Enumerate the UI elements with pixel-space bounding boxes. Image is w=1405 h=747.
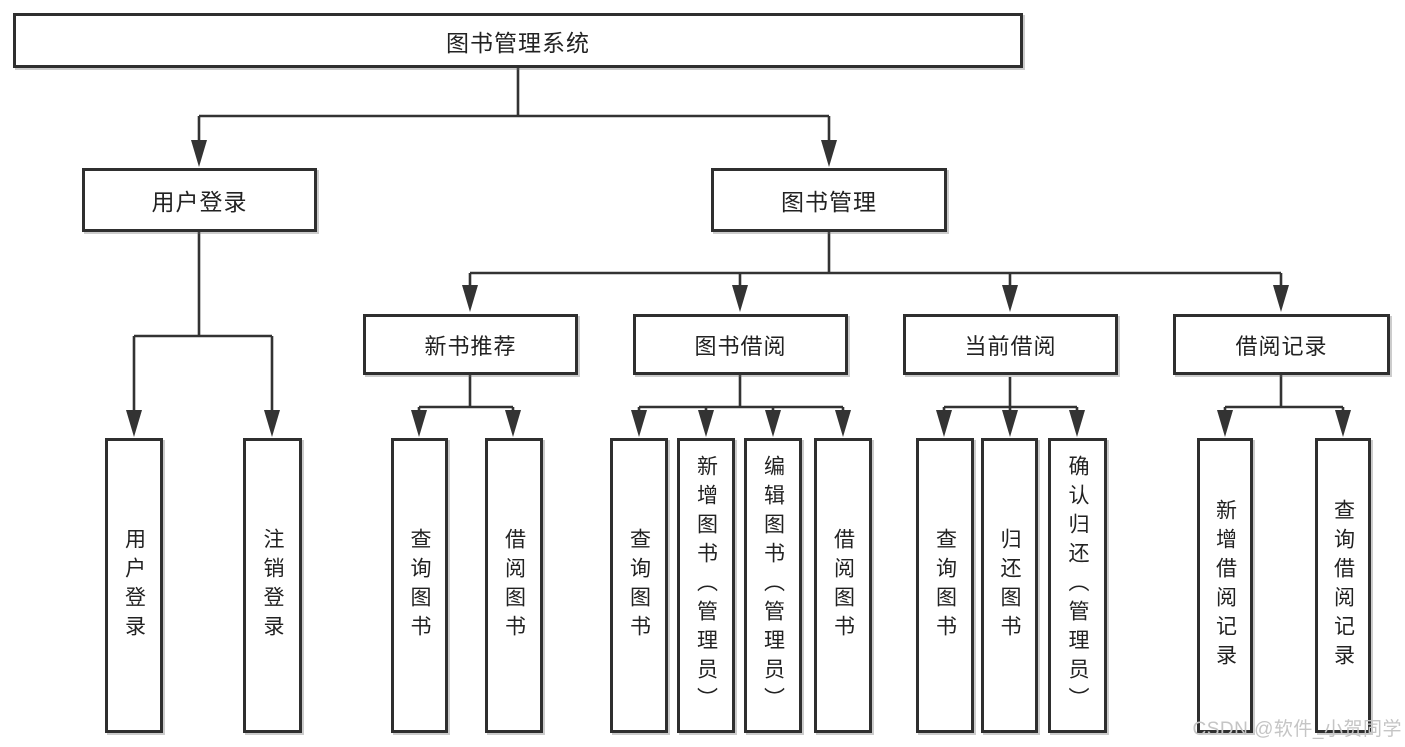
leaf-label: 查询图书 <box>408 527 431 644</box>
node-root-system: 图书管理系统 <box>13 13 1023 68</box>
leaf-label: 新增借阅记录 <box>1213 498 1237 673</box>
leaf-borrow-book-recommend: 借阅图书 <box>485 438 543 733</box>
leaf-label: 借阅图书 <box>831 527 855 644</box>
leaf-borrow-book: 借阅图书 <box>814 438 872 733</box>
node-book-management: 图书管理 <box>711 168 947 232</box>
leaf-label: 用户登录 <box>122 527 146 644</box>
arrowheads <box>126 140 1351 437</box>
leaf-add-book-admin: 新增图书（管理员） <box>677 438 735 733</box>
leaf-query-book-recommend: 查询图书 <box>391 438 448 733</box>
node-user-login: 用户登录 <box>82 168 317 232</box>
leaf-label: 新增图书（管理员） <box>694 455 718 716</box>
leaf-user-login: 用户登录 <box>105 438 163 733</box>
leaf-return-book: 归还图书 <box>981 438 1038 733</box>
leaf-label: 注销登录 <box>261 527 284 644</box>
leaf-confirm-return-admin: 确认归还（管理员） <box>1048 438 1107 733</box>
node-current-borrow: 当前借阅 <box>903 314 1118 375</box>
leaf-label: 编辑图书（管理员） <box>761 455 785 716</box>
leaf-add-borrow-record: 新增借阅记录 <box>1197 438 1253 733</box>
leaf-label: 查询图书 <box>933 527 957 644</box>
csdn-watermark: CSDN @软件_小贺同学 <box>1192 719 1402 740</box>
leaf-label: 归还图书 <box>998 527 1021 644</box>
leaf-label: 查询图书 <box>627 527 651 644</box>
leaf-edit-book-admin: 编辑图书（管理员） <box>744 438 802 733</box>
leaf-label: 确认归还（管理员） <box>1066 455 1089 716</box>
leaf-query-book-current: 查询图书 <box>916 438 974 733</box>
leaf-query-borrow-record: 查询借阅记录 <box>1315 438 1371 733</box>
node-new-book-recommend: 新书推荐 <box>363 314 578 375</box>
leaf-label: 借阅图书 <box>502 527 526 644</box>
leaf-label: 查询借阅记录 <box>1331 498 1355 673</box>
node-borrow-records: 借阅记录 <box>1173 314 1390 375</box>
leaf-query-book-borrow: 查询图书 <box>610 438 668 733</box>
leaf-logout: 注销登录 <box>243 438 302 733</box>
node-book-borrow: 图书借阅 <box>633 314 848 375</box>
